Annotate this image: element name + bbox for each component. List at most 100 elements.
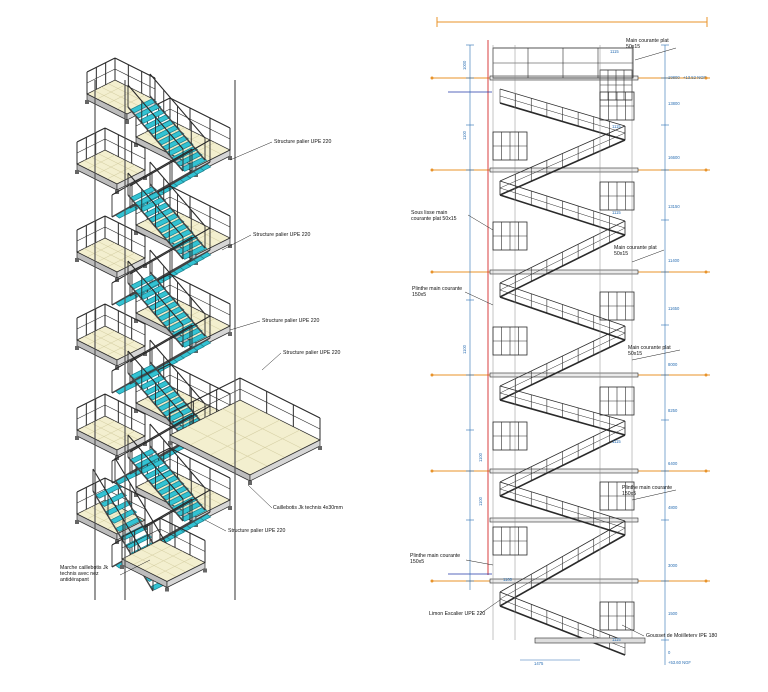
elev-left-landing-rail: [492, 326, 528, 356]
label-limon: Limon Escalier UPE 220: [429, 611, 486, 617]
elev-landing-slab: [489, 468, 639, 474]
label-marche-caillebotis: Marche caillebotis Jk technis avec nez a…: [60, 565, 109, 583]
label-structure-palier-2: Structure palier UPE 220: [253, 232, 311, 238]
iso-landing-3-left-grid: [96, 335, 126, 351]
elev-right-landing-rail: [599, 91, 635, 121]
iso-flight-4b-tread: [114, 471, 138, 485]
iso-flight-bottom-tread: [109, 508, 138, 524]
iso-landing-4-left-midrail: [76, 404, 106, 420]
iso-landing-2-left-handrail: [76, 215, 106, 231]
iso-large-deck-grid: [209, 419, 281, 456]
vdim-1100-a: 1100: [462, 130, 467, 140]
level-e3: 11650: [668, 306, 680, 311]
iso-top-platform-grid: [93, 90, 135, 111]
iso-large-deck-foot: [168, 441, 172, 445]
iso-landing-1-right-foot: [134, 143, 138, 147]
iso-leader: [247, 484, 273, 509]
label-plinthe-2: Plinthe main courante 150x5: [622, 485, 673, 497]
iso-flight-3a-tread: [143, 290, 171, 306]
iso-landing-3-left-grid: [106, 340, 136, 356]
elev-flight-10: [499, 591, 626, 656]
elev-flight-3: [499, 220, 626, 298]
iso-landing-1-left-grid: [106, 164, 136, 180]
level-11400: 11400: [668, 258, 680, 263]
iso-leader: [229, 320, 261, 331]
iso-bottom-landing-grid: [155, 556, 194, 577]
iso-flight-5a: [127, 423, 208, 522]
level-6400: 6400: [668, 461, 678, 466]
elev-leader: [621, 624, 645, 637]
iso-landing-5-right-foot: [134, 493, 138, 497]
iso-landing-2-right-handrail: [169, 185, 231, 217]
level-19800: 19800: [668, 75, 680, 80]
iso-landing-5-left-foot: [75, 520, 79, 524]
label-structure-palier-3: Structure palier UPE 220: [262, 318, 320, 324]
iso-top-platform-handrail: [86, 57, 116, 73]
elev-level-marker: [704, 469, 708, 473]
iso-landing-1-right-foot: [228, 156, 232, 160]
elev-flight-5: [499, 325, 626, 401]
iso-flight-4a-tread: [157, 396, 185, 412]
elev-level-marker: [430, 270, 434, 274]
iso-landing-5-right-handrail: [169, 447, 231, 479]
iso-landing-3-right-midrail: [169, 284, 231, 316]
iso-bottom-landing-handrail: [159, 517, 206, 541]
iso-landing-1-right-handrail: [169, 97, 231, 129]
level-e2: 13150: [668, 204, 680, 209]
elev-left-landing-rail: [492, 526, 528, 556]
iso-flight-1b-tread: [114, 205, 138, 219]
iso-large-deck-foot: [318, 446, 322, 450]
iso-bottom-landing-handrail: [121, 517, 161, 538]
elev-right-landing-rail: [599, 601, 635, 631]
iso-top-platform-grid: [106, 89, 136, 105]
iso-landing-4-right-midrail: [169, 374, 231, 406]
iso-flight-3b-tread: [114, 381, 138, 395]
elev-flight-4: [499, 282, 626, 341]
iso-landing-1-left-grid: [96, 159, 126, 175]
elev-right-landing-rail: [599, 291, 635, 321]
iso-large-deck-handrail: [239, 377, 321, 419]
iso-flight-3a-tread: [129, 274, 157, 290]
elev-level-marker: [704, 270, 708, 274]
iso-landing-5-left-grid: [96, 509, 126, 525]
elev-top-side-railing: [599, 69, 633, 101]
iso-leader: [204, 519, 227, 532]
iso-landing-2-left: [75, 215, 147, 282]
elev-right-landing-rail: [599, 481, 635, 511]
dim-1115-a: 1115: [612, 124, 621, 129]
iso-landing-5-right-foot: [228, 506, 232, 510]
vdim-1100-d: 1100: [478, 496, 483, 506]
elev-flight-8: [499, 481, 626, 536]
level-3000: 3000: [668, 563, 678, 568]
iso-landing-3-left-handrail: [76, 303, 106, 319]
iso-bottom-landing-grid: [144, 550, 183, 571]
isometric-staircase-view: [75, 57, 322, 600]
elev-leader: [479, 599, 501, 615]
label-main-courante-mid: Main courante plat 50x15: [614, 245, 657, 257]
iso-top-platform-midrail: [114, 68, 156, 90]
iso-flight-4a-tread: [129, 364, 157, 380]
elev-level-marker: [704, 168, 708, 172]
iso-landing-2-left-grid: [96, 247, 126, 263]
iso-landing-1-right-midrail: [169, 108, 231, 140]
iso-flight-1a-tread: [157, 130, 185, 146]
iso-landing-3-right-handrail: [169, 273, 231, 305]
iso-landing-2-right-midrail: [169, 196, 231, 228]
iso-landing-4-right-grid: [165, 400, 201, 419]
iso-leader: [221, 234, 252, 251]
iso-landing-3-left-foot: [75, 346, 79, 350]
elev-level-marker: [430, 168, 434, 172]
iso-landing-1-left-midrail: [76, 138, 106, 154]
iso-bottom-landing-foot: [203, 568, 207, 573]
iso-flight-2a-tread: [157, 218, 185, 234]
iso-flight-1a-tread: [143, 114, 171, 130]
elev-ground-plate: [534, 637, 646, 644]
elev-leader: [465, 559, 494, 566]
dim-1115-top: 1115: [610, 49, 619, 54]
iso-large-deck-grid: [229, 429, 301, 466]
level-16600: 16600: [668, 155, 680, 160]
elev-landing-slab: [489, 578, 639, 584]
iso-landing-1-left-handrail: [76, 127, 106, 143]
iso-landing-3-left-grid: [83, 336, 125, 357]
elev-left-landing-rail: [492, 421, 528, 451]
